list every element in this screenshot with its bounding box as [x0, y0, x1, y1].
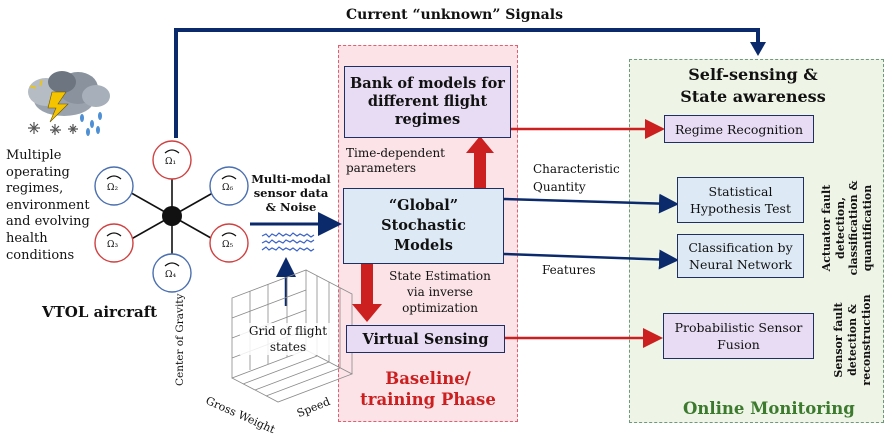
stat-line: Hypothesis Test [690, 201, 791, 216]
weather-cloud-icon [28, 71, 110, 136]
global-line: “Global” [388, 197, 459, 214]
rotor-2 [94, 166, 134, 206]
sensor-line: sensor data [253, 186, 329, 200]
online-monitoring-label: Online Monitoring [683, 399, 855, 418]
characteristic-line: Quantity [533, 180, 586, 194]
baseline-phase-label: Baseline/ training Phase [338, 368, 518, 410]
actuator-line: classification & [847, 180, 860, 276]
rotor-5 [209, 223, 249, 263]
neural-network-box: Classification by Neural Network [677, 234, 804, 278]
actuator-line: quantification [860, 184, 874, 272]
global-to-stat-arrow [503, 193, 679, 214]
state-estimation-label: State Estimation via inverse optimizatio… [380, 268, 500, 316]
sensor-fault-line: detection & [846, 304, 859, 376]
characteristic-quantity-label: Characteristic Quantity [533, 160, 620, 196]
time-dep-line: Time-dependent [346, 146, 446, 160]
actuator-line: Actuator fault [820, 184, 833, 272]
actuator-fault-label: Actuator fault detection, classification… [820, 168, 874, 288]
environment-text: Multiple operating regimes, environment … [6, 148, 90, 264]
grid-label-line: Grid of flight [248, 324, 328, 338]
rotor-6 [209, 166, 249, 206]
global-to-virtual-arrow [352, 264, 382, 322]
global-to-bank-arrow [466, 136, 494, 188]
rotor-4 [152, 253, 192, 293]
rotor-1 [152, 140, 192, 180]
vtol-aircraft-label: VTOL aircraft [42, 303, 158, 321]
time-dependent-label: Time-dependent parameters [346, 146, 445, 176]
fusion-line: Fusion [717, 337, 760, 352]
virtual-sensing-box: Virtual Sensing [346, 325, 505, 353]
regime-recognition-label: Regime Recognition [674, 121, 803, 137]
global-stochastic-models-box: “Global” Stochastic Models [343, 188, 504, 264]
grid-label-line: states [269, 340, 307, 354]
grid-label: Grid of flight states [240, 323, 336, 355]
grid-axis-z-label: Center of Gravity [174, 293, 186, 386]
bank-of-models-box: Bank of models for different flight regi… [344, 66, 511, 138]
self-sensing-line: Self-sensing & [688, 65, 818, 84]
time-dep-line: parameters [346, 161, 417, 175]
environment-line: health [6, 230, 48, 246]
self-sensing-line: State awareness [680, 87, 826, 106]
bank-line: Bank of models for [350, 75, 505, 92]
regime-recognition-box: Regime Recognition [664, 115, 814, 143]
sensor-fault-line: reconstruction [860, 294, 873, 386]
environment-line: environment [6, 197, 90, 213]
aircraft-hub [162, 206, 182, 226]
nn-line: Classification by [688, 240, 793, 255]
state-est-line: State Estimation [389, 269, 491, 283]
sensor-data-label: Multi-modal sensor data & Noise [250, 172, 332, 214]
statistical-hypothesis-box: Statistical Hypothesis Test [677, 177, 804, 223]
rotor-3 [94, 223, 134, 263]
environment-line: operating [6, 164, 70, 180]
unknown-signal-connector [174, 28, 760, 138]
environment-line: conditions [6, 247, 75, 263]
sensor-fault-line: Sensor fault [832, 302, 845, 378]
global-to-nn-arrow [503, 249, 679, 270]
rotor-label-4: Ω₄ [165, 270, 177, 280]
sensor-line: Multi-modal [251, 172, 331, 186]
rotor-label-3: Ω₃ [107, 240, 119, 250]
state-est-line: optimization [402, 301, 478, 315]
global-line: Stochastic [381, 217, 466, 234]
rotor-label-5: Ω₅ [222, 240, 234, 250]
characteristic-line: Characteristic [533, 162, 620, 176]
rotor-label-2: Ω₂ [107, 183, 119, 193]
environment-line: Multiple [6, 148, 62, 163]
state-est-line: via inverse [406, 285, 474, 299]
rotor-label-6: Ω₆ [222, 183, 234, 193]
environment-line: and evolving [6, 214, 90, 230]
actuator-line: detection, [833, 197, 847, 259]
phase-line: Baseline/ [385, 369, 471, 388]
unknown-signal-arrowhead [750, 42, 766, 56]
fusion-line: Probabilistic Sensor [674, 320, 803, 335]
bank-line: different flight [367, 93, 488, 110]
global-line: Models [394, 237, 453, 254]
virtual-sensing-label: Virtual Sensing [362, 330, 489, 348]
rotor-label-1: Ω₁ [165, 157, 177, 167]
nn-line: Neural Network [689, 257, 792, 272]
features-label: Features [542, 263, 596, 277]
environment-line: regimes, [6, 181, 64, 197]
noise-signal-icon [261, 232, 315, 252]
bank-line: regimes [394, 111, 461, 128]
unknown-signals-label: Current “unknown” Signals [346, 7, 563, 23]
phase-line: training Phase [360, 390, 496, 409]
self-sensing-title: Self-sensing & State awareness [644, 64, 862, 108]
sensor-fault-label: Sensor fault detection & reconstruction [832, 292, 874, 388]
sensor-fusion-box: Probabilistic Sensor Fusion [663, 313, 814, 359]
sensor-line: & Noise [265, 200, 317, 214]
stat-line: Statistical [708, 184, 773, 199]
